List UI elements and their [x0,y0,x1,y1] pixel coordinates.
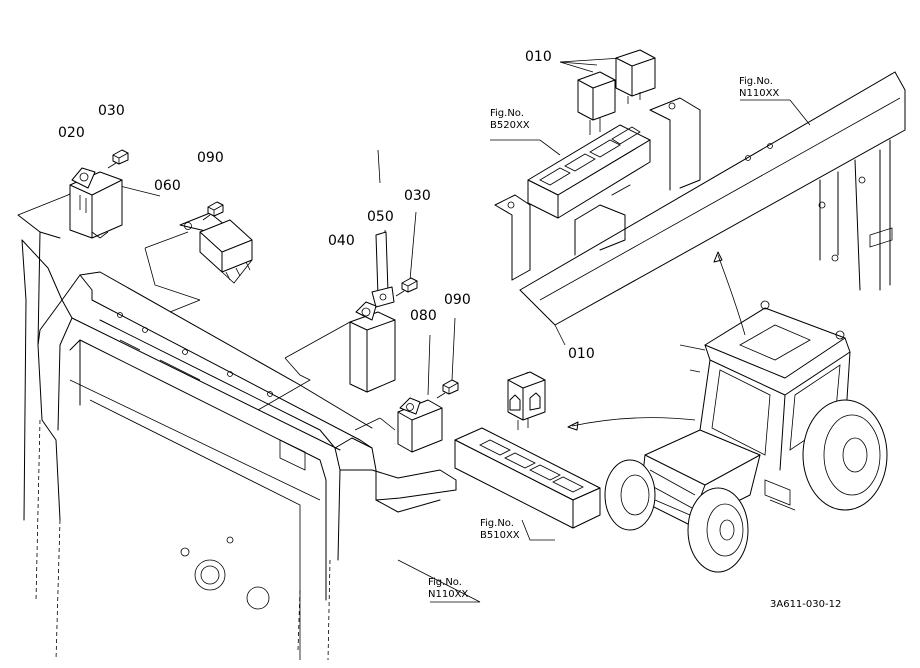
figure-ref-code: N110XX [739,87,780,99]
part-label-010-upper: 010 [525,49,552,65]
figure-ref-b510: Fig.No. B510XX [480,518,520,541]
relay-080 [397,397,443,453]
roof-beam-structure [494,71,906,346]
cab-panel-structure [17,214,457,661]
relay-020 [69,167,123,239]
part-label-090-lower: 090 [444,292,471,308]
figure-ref-code: B520XX [490,119,530,131]
figure-ref-b520: Fig.No. B520XX [490,108,530,131]
figure-ref-prefix: Fig.No. [428,577,462,588]
bolt-090-lower [436,379,459,399]
part-label-040: 040 [328,233,355,249]
figure-ref-prefix: Fig.No. [480,518,514,529]
relays-010-upper [577,49,656,135]
figure-ref-n110-upper: Fig.No. N110XX [739,76,779,99]
unit-040 [349,301,396,393]
part-label-020: 020 [58,125,85,141]
part-label-010-lower: 010 [568,346,595,362]
bolt-030 [107,149,129,169]
drawing-code: 3A611-030-12 [770,599,842,610]
figure-ref-prefix: Fig.No. [739,76,773,87]
part-label-060: 060 [154,178,181,194]
figure-ref-code: N110XX [428,588,469,600]
figure-ref-code: B510XX [480,529,520,541]
part-label-050: 050 [367,209,394,225]
relay-block-b510 [454,427,601,529]
strap-050 [371,231,395,308]
bolt-090-upper [202,201,224,221]
direction-arrows [567,251,746,431]
part-label-030-upper: 030 [98,103,125,119]
flasher-unit-060 [179,212,253,284]
bolt-030-middle [395,277,418,297]
relay-block-b520 [527,124,651,219]
leader-lines [17,57,811,603]
figure-ref-prefix: Fig.No. [490,108,524,119]
relay-010-lower [507,371,546,430]
figure-ref-n110-lower: Fig.No. N110XX [428,577,468,600]
part-label-080: 080 [410,308,437,324]
part-label-090-upper: 090 [197,150,224,166]
part-label-030-middle: 030 [404,188,431,204]
tractor-illustration [604,300,888,573]
